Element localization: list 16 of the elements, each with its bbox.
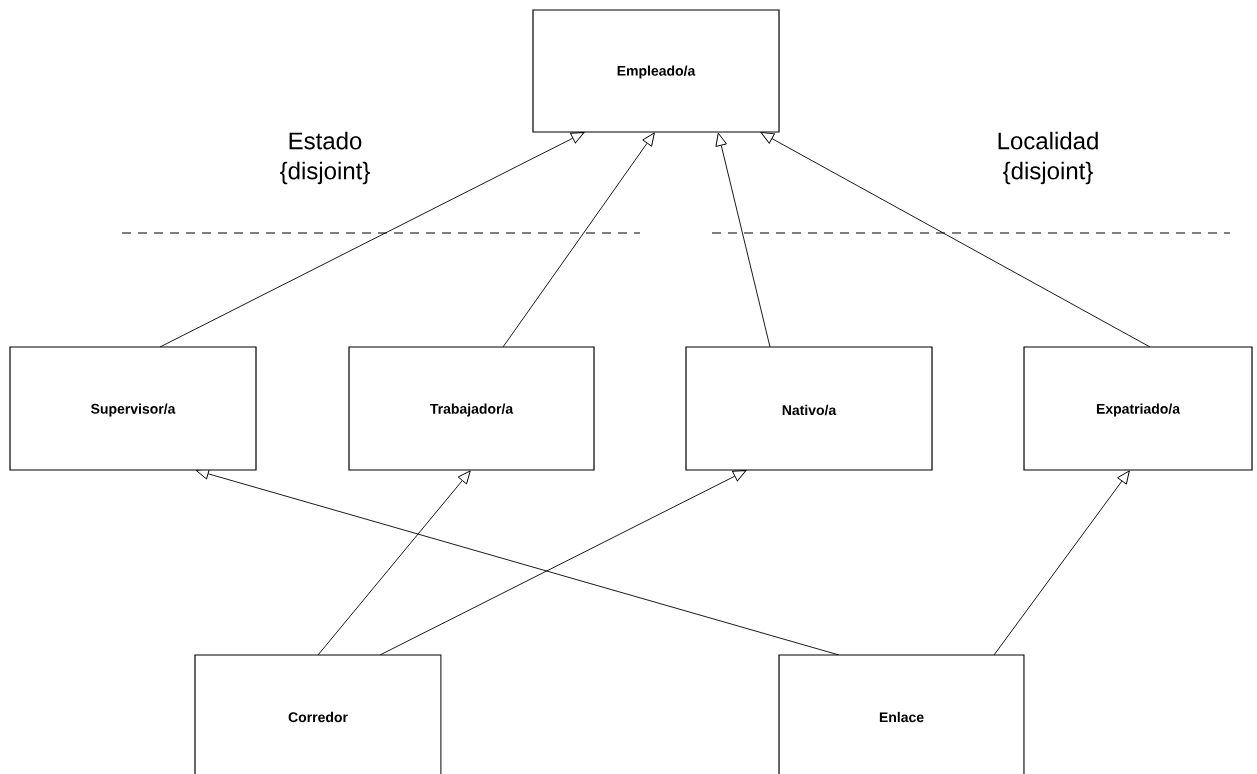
constraint-label: Localidad {disjoint} (998, 131, 1098, 185)
class-box: Enlace (778, 654, 1025, 774)
arrow (715, 132, 771, 348)
class-box: Corredor (194, 654, 442, 774)
arrow (502, 132, 655, 348)
arrow (760, 132, 1151, 348)
class-box: Empleado/a (532, 9, 780, 133)
arrow (379, 470, 747, 656)
class-box: Trabajador/a (348, 346, 595, 471)
class-box: Expatriado/a (1023, 346, 1253, 471)
class-box: Nativo/a (685, 346, 933, 471)
arrow (159, 132, 585, 348)
arrow (993, 470, 1130, 656)
constraint-label: Estado {disjoint} (280, 131, 370, 185)
class-box: Supervisor/a (9, 346, 257, 471)
arrow (317, 470, 471, 656)
